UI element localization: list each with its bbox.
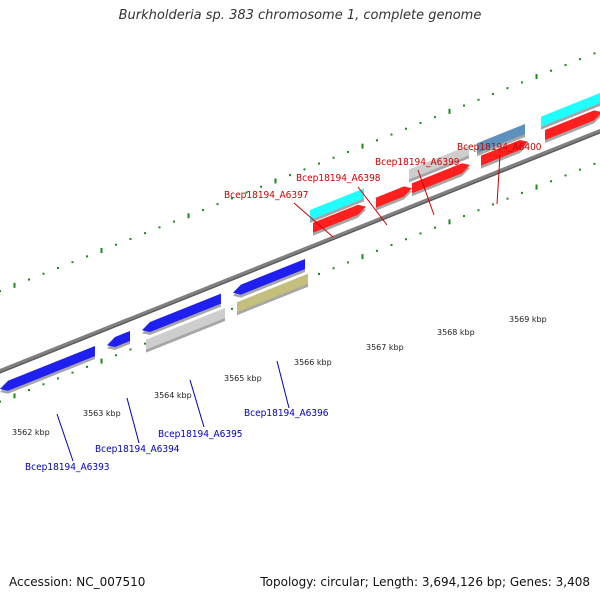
map-title: Burkholderia sp. 383 chromosome 1, compl… bbox=[118, 8, 482, 23]
kbp-label: 3565 kbp bbox=[224, 374, 262, 383]
cyan-feature-2 bbox=[541, 93, 600, 130]
leader-line bbox=[56, 413, 74, 462]
gene-label-reverse[interactable]: Bcep18194_A6394 bbox=[95, 444, 180, 455]
label-leader-lines bbox=[56, 154, 501, 462]
red-gene-a6399 bbox=[412, 163, 470, 197]
kbp-tick-labels: 3562 kbp 3563 kbp 3564 kbp 3565 kbp 3566 kbp… bbox=[12, 315, 547, 437]
leader-line bbox=[357, 186, 388, 226]
leader-line bbox=[276, 360, 290, 409]
blue-gene-a6393 bbox=[0, 346, 95, 394]
gray-feature-1 bbox=[409, 145, 469, 183]
red-gene-a6397 bbox=[313, 204, 366, 236]
leader-line bbox=[496, 154, 501, 205]
kbp-label: 3568 kbp bbox=[437, 328, 475, 337]
gene-label-reverse[interactable]: Bcep18194_A6396 bbox=[244, 408, 329, 419]
gene-labels: Bcep18194_A6397Bcep18194_A6398Bcep18194_… bbox=[25, 142, 542, 473]
leader-line bbox=[126, 397, 140, 444]
gene-label-forward[interactable]: Bcep18194_A6398 bbox=[296, 173, 381, 184]
blue-gene-a6396-upper bbox=[233, 259, 305, 298]
kbp-label: 3566 kbp bbox=[294, 358, 332, 367]
gene-label-forward[interactable]: Bcep18194_A6399 bbox=[375, 157, 460, 168]
red-gene-a6400 bbox=[481, 140, 528, 169]
kbp-label: 3567 kbp bbox=[366, 343, 404, 352]
genome-summary-text: Topology: circular; Length: 3,694,126 bp… bbox=[260, 575, 590, 589]
gene-label-forward[interactable]: Bcep18194_A6397 bbox=[224, 190, 309, 201]
red-gene-a6401 bbox=[545, 110, 600, 143]
gray-feature-2 bbox=[146, 308, 225, 353]
kbp-label: 3563 kbp bbox=[83, 409, 121, 418]
gene-features bbox=[0, 93, 600, 394]
red-gene-a6398 bbox=[376, 186, 412, 211]
kbp-label: 3562 kbp bbox=[12, 428, 50, 437]
leader-line bbox=[417, 169, 435, 216]
leader-line bbox=[189, 379, 205, 428]
kbp-label: 3564 kbp bbox=[154, 391, 192, 400]
accession-text: Accession: NC_007510 bbox=[9, 575, 146, 589]
gene-label-forward[interactable]: Bcep18194_A6400 bbox=[457, 142, 542, 153]
steelblue-feature-1 bbox=[477, 124, 525, 157]
backbone-line bbox=[0, 128, 600, 373]
chromosome-backbone bbox=[0, 128, 600, 374]
blue-gene-a6395-upper bbox=[142, 293, 221, 335]
kbp-label: 3569 kbp bbox=[509, 315, 547, 324]
blue-gene-a6394 bbox=[107, 331, 130, 350]
outer-tick-track bbox=[0, 52, 596, 293]
cyan-feature-1 bbox=[310, 188, 364, 223]
gene-label-reverse[interactable]: Bcep18194_A6395 bbox=[158, 429, 243, 440]
gene-label-reverse[interactable]: Bcep18194_A6393 bbox=[25, 462, 110, 473]
leader-line bbox=[293, 202, 334, 238]
khaki-feature-1 bbox=[237, 273, 308, 316]
